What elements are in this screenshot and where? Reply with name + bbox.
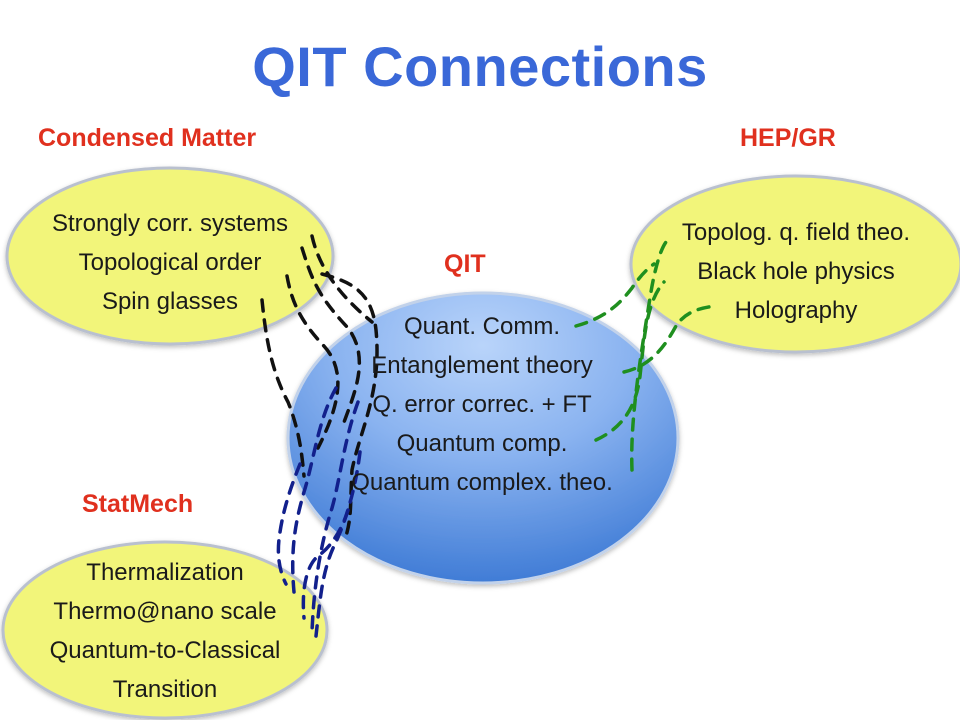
statmech-item: Thermalization bbox=[86, 559, 244, 586]
hep-item: Topolog. q. field theo. bbox=[681, 219, 911, 246]
statmech-label: StatMech bbox=[82, 490, 194, 518]
link-black-1 bbox=[310, 234, 374, 324]
link-navy-1 bbox=[291, 386, 338, 594]
qit-label: QIT bbox=[444, 250, 486, 278]
statmech-ellipse bbox=[1, 540, 329, 720]
link-black-5 bbox=[260, 298, 306, 478]
statmech-item: Quantum-to-Classical bbox=[49, 637, 281, 664]
qit-hep-links bbox=[574, 240, 718, 472]
hep-item: Holography bbox=[734, 297, 858, 324]
condensed-matter-ellipse bbox=[5, 166, 335, 346]
hep-gr-ellipse bbox=[629, 174, 960, 354]
statmech-items: Thermalization Thermo@nano scale Quantum… bbox=[4, 553, 326, 709]
link-green-3 bbox=[594, 280, 666, 442]
condensed-matter-items: Strongly corr. systems Topological order… bbox=[10, 204, 330, 321]
qit-item: Entanglement theory bbox=[371, 352, 593, 379]
link-navy-5 bbox=[276, 462, 302, 586]
qit-item: Q. error correc. + FT bbox=[372, 391, 592, 418]
statmech-item: Thermo@nano scale bbox=[53, 598, 277, 625]
condensed-item: Topological order bbox=[78, 249, 262, 276]
condensed-matter-label: Condensed Matter bbox=[38, 124, 257, 152]
qit-items: Quant. Comm. Entanglement theory Q. erro… bbox=[296, 307, 668, 502]
qit-ellipse bbox=[286, 291, 680, 585]
link-black-2 bbox=[300, 246, 362, 430]
qit-statmech-links bbox=[276, 386, 362, 638]
link-green-4 bbox=[630, 240, 668, 472]
qit-item: Quant. Comm. bbox=[403, 313, 561, 340]
condensed-item: Spin glasses bbox=[101, 288, 239, 315]
link-green-2 bbox=[622, 304, 718, 374]
link-navy-2 bbox=[310, 400, 360, 634]
link-black-4 bbox=[285, 274, 340, 450]
hep-gr-items: Topolog. q. field theo. Black hole physi… bbox=[634, 213, 958, 330]
link-navy-4 bbox=[314, 450, 362, 638]
page-title: QIT Connections bbox=[252, 35, 708, 98]
link-green-1 bbox=[574, 262, 656, 328]
qit-item: Quantum comp. bbox=[396, 430, 568, 457]
qit-item: Quantum complex. theo. bbox=[351, 469, 613, 496]
condensed-item: Strongly corr. systems bbox=[51, 210, 289, 237]
link-navy-3 bbox=[301, 508, 350, 620]
hep-item: Black hole physics bbox=[697, 258, 895, 285]
statmech-item: Transition bbox=[112, 676, 218, 703]
hep-gr-label: HEP/GR bbox=[740, 124, 836, 152]
